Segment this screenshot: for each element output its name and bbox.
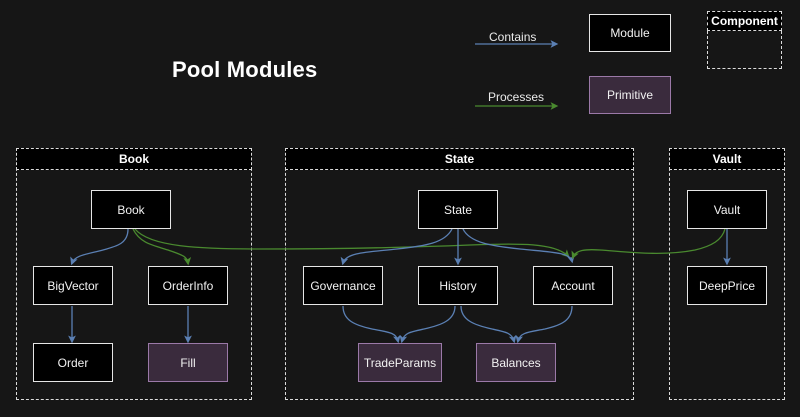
node-tradeparams[interactable]: TradeParams <box>358 343 442 382</box>
node-history[interactable]: History <box>418 266 498 305</box>
node-fill[interactable]: Fill <box>148 343 228 382</box>
cluster-state-header: State <box>285 148 634 170</box>
node-deepprice[interactable]: DeepPrice <box>687 266 767 305</box>
cluster-book-header: Book <box>16 148 252 170</box>
legend-component-sample-label: Component <box>711 14 778 28</box>
cluster-book-label: Book <box>119 152 149 166</box>
legend-primitive-sample: Primitive <box>589 76 671 114</box>
node-bigvector[interactable]: BigVector <box>33 266 113 305</box>
cluster-state-label: State <box>444 152 475 166</box>
legend-primitive-sample-label: Primitive <box>606 88 653 102</box>
node-history-label: History <box>439 278 477 293</box>
legend-module-sample-label: Module <box>610 26 650 40</box>
node-bigvector-label: BigVector <box>47 278 99 293</box>
node-deepprice-label: DeepPrice <box>698 278 756 293</box>
legend-component-sample-header: Component <box>707 11 782 31</box>
page-title: Pool Modules <box>172 57 318 82</box>
node-order[interactable]: Order <box>33 343 113 382</box>
node-governance[interactable]: Governance <box>303 266 383 305</box>
legend-module-sample: Module <box>589 14 671 52</box>
node-vault[interactable]: Vault <box>687 190 767 229</box>
node-account[interactable]: Account <box>533 266 613 305</box>
node-state-label: State <box>443 202 473 217</box>
node-book-label: Book <box>117 202 145 217</box>
node-state[interactable]: State <box>418 190 498 229</box>
node-orderinfo[interactable]: OrderInfo <box>148 266 228 305</box>
cluster-vault-header: Vault <box>669 148 785 170</box>
node-book[interactable]: Book <box>91 190 171 229</box>
legend-processes-label: Processes <box>488 90 545 104</box>
node-balances[interactable]: Balances <box>476 343 556 382</box>
node-orderinfo-label: OrderInfo <box>162 278 214 293</box>
node-account-label: Account <box>551 278 595 293</box>
node-balances-label: Balances <box>491 355 541 370</box>
legend-contains-label: Contains <box>489 30 537 44</box>
node-fill-label: Fill <box>180 355 196 370</box>
cluster-vault-label: Vault <box>712 152 742 166</box>
node-order-label: Order <box>57 355 89 370</box>
node-tradeparams-label: TradeParams <box>363 355 437 370</box>
node-governance-label: Governance <box>310 278 376 293</box>
node-vault-label: Vault <box>713 202 741 217</box>
